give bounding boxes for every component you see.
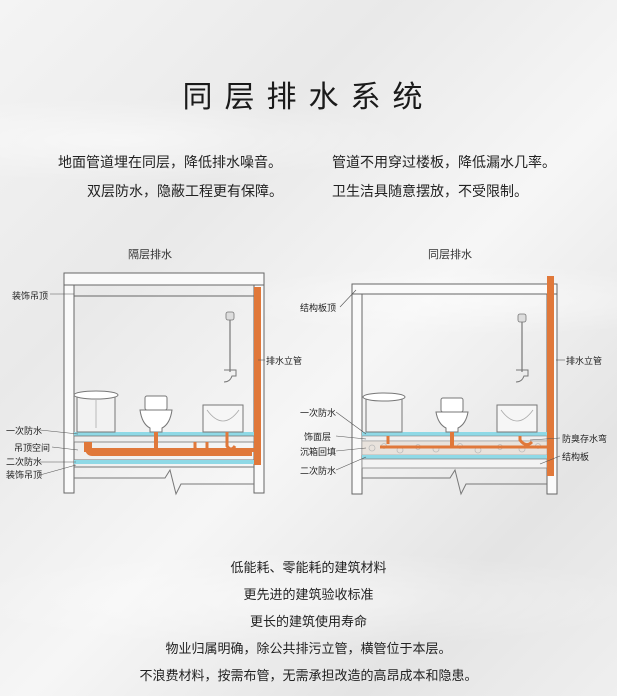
intro-left-2: 双层防水，隐蔽工程更有保障。 — [87, 184, 283, 200]
bathtub — [202, 404, 244, 433]
benefit-4: 物业归属明确，除公共排污立管，横管位于本层。 — [165, 642, 452, 657]
left-label-ceiling-space: 吊顶空间 — [14, 444, 51, 454]
right-label-structural-slab-top: 结构板顶 — [300, 304, 337, 314]
diagram-right — [351, 276, 558, 496]
left-drain-riser — [254, 287, 261, 465]
left-second-waterproof-layer — [74, 460, 254, 464]
intro-left-1: 地面管道埋在同层，降低排水噪音。 — [58, 155, 282, 171]
right-label-anti-odor-trap: 防臭存水弯 — [562, 435, 608, 445]
right-vanity-cabinet — [365, 397, 403, 433]
left-label-decorative-ceiling-bottom: 装饰吊顶 — [6, 471, 43, 481]
left-label-drain-riser: 排水立管 — [266, 357, 303, 367]
right-label-structural-slab: 结构板 — [562, 453, 590, 463]
left-label-decorative-ceiling-top: 装饰吊顶 — [12, 292, 49, 302]
page-title: 同层排水系统 — [182, 80, 435, 115]
diagram-left-caption: 隔层排水 — [128, 248, 172, 261]
right-drain-riser — [547, 276, 554, 476]
right-toilet — [440, 397, 464, 413]
benefit-3: 更长的建筑使用寿命 — [249, 615, 367, 630]
diagram-right-caption: 同层排水 — [428, 248, 472, 261]
intro-right-1: 管道不用穿过楼板，降低漏水几率。 — [332, 155, 556, 171]
toilet — [144, 395, 168, 411]
left-label-first-waterproof: 一次防水 — [6, 427, 43, 437]
benefit-2: 更先进的建筑验收标准 — [243, 588, 374, 603]
benefit-5: 不浪费材料，按需布管，无需承担改造的高昂成本和隐患。 — [139, 669, 478, 684]
right-label-second-waterproof: 二次防水 — [300, 467, 337, 477]
intro-right-2: 卫生洁具随意摆放，不受限制。 — [332, 184, 528, 200]
right-label-backfill: 沉箱回填 — [300, 448, 337, 458]
right-label-first-waterproof: 一次防水 — [300, 409, 337, 419]
left-label-second-waterproof: 二次防水 — [6, 458, 43, 468]
left-first-waterproof-layer — [74, 432, 254, 436]
diagram-left — [63, 272, 265, 496]
right-second-waterproof-layer — [362, 455, 547, 459]
benefit-1: 低能耗、零能耗的建筑材料 — [230, 561, 387, 576]
right-bathtub — [496, 404, 538, 433]
right-first-waterproof-layer — [362, 432, 547, 436]
right-label-drain-riser: 排水立管 — [566, 357, 603, 367]
anti-odor-trap — [518, 436, 534, 447]
right-label-finish-layer: 饰面层 — [304, 433, 332, 443]
